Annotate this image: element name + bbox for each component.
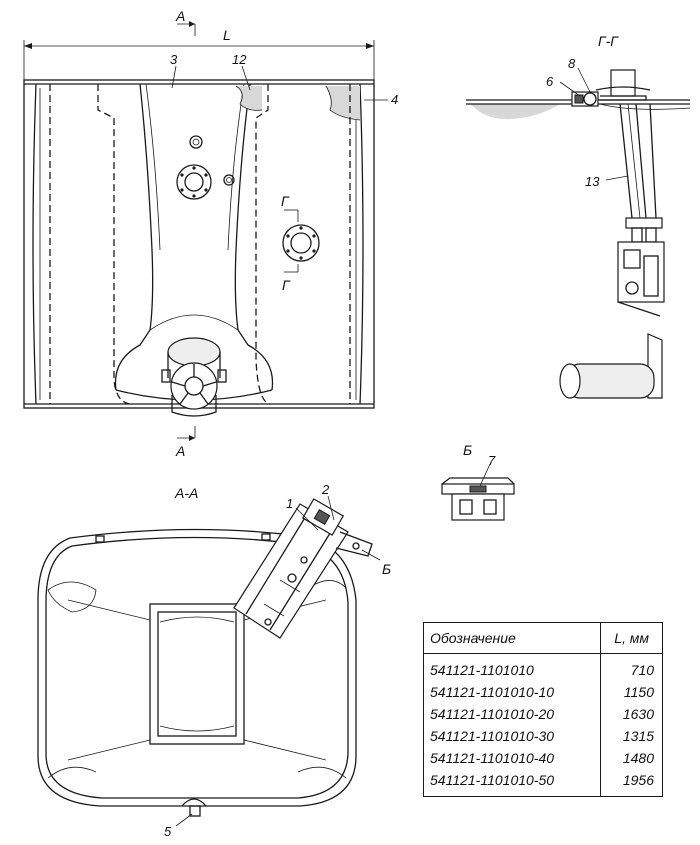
callout-2: 2 (321, 482, 330, 497)
callout-b: Б (382, 561, 391, 577)
callout-4: 4 (391, 92, 398, 107)
detail-b-title: Б (463, 442, 472, 458)
length-cell: 1630 (600, 703, 663, 725)
section-a-a-title: А-А (174, 485, 198, 501)
callout-5: 5 (164, 824, 172, 839)
designation-cell: 541121-1101010-10 (430, 684, 555, 700)
filler-cap (161, 337, 227, 417)
length-cell: 1956 (600, 769, 663, 797)
designation-cell: 541121-1101010-40 (430, 750, 555, 766)
callout-13: 13 (585, 174, 600, 189)
section-g-mark-top: Г (281, 193, 290, 209)
top-view: L А (23, 8, 398, 459)
gauge-flange (282, 224, 320, 262)
header-length: L, мм (600, 622, 663, 654)
detail-b-view: Б 7 (441, 442, 515, 521)
table-row: 541121-1101010-40 1480 (424, 747, 663, 769)
header-designation: Обозначение (423, 622, 601, 654)
section-a-mark-bottom: А (175, 443, 185, 459)
table-row: 541121-1101010-10 1150 (424, 681, 663, 703)
fuel-sensor-flange (176, 164, 212, 200)
designation-cell: 541121-1101010-20 (430, 706, 555, 722)
length-cell: 1150 (600, 681, 663, 703)
designation-cell: 541121-1101010-50 (430, 772, 555, 788)
callout-7: 7 (488, 453, 496, 468)
table-row: 541121-1101010 710 (424, 653, 663, 681)
length-cell: 1315 (600, 725, 663, 747)
section-a-mark-top: А (175, 8, 185, 24)
table-row: 541121-1101010-20 1630 (424, 703, 663, 725)
section-g-mark-bottom: Г (282, 277, 291, 293)
table-row: 541121-1101010-50 1956 (424, 769, 663, 797)
length-dimension-label: L (223, 27, 231, 43)
callout-8: 8 (568, 56, 576, 71)
callout-1: 1 (286, 496, 293, 511)
callout-6: 6 (546, 74, 554, 89)
table-header-row: Обозначение L, мм (423, 622, 663, 654)
section-g-g-title: Г-Г (598, 33, 619, 49)
designation-cell: 541121-1101010-30 (430, 728, 555, 744)
designation-cell: 541121-1101010 (430, 662, 534, 678)
filler-neck-section (233, 498, 373, 639)
length-cell: 1480 (600, 747, 663, 769)
table-row: 541121-1101010-30 1315 (424, 725, 663, 747)
callout-3: 3 (170, 52, 178, 67)
section-g-g-view: Г-Г 6 8 (466, 33, 691, 399)
section-a-a-view: А-А (37, 482, 391, 839)
length-cell: 710 (600, 653, 663, 681)
designation-length-table: Обозначение L, мм 541121-1101010 710 541… (423, 622, 663, 797)
callout-12: 12 (232, 52, 247, 67)
